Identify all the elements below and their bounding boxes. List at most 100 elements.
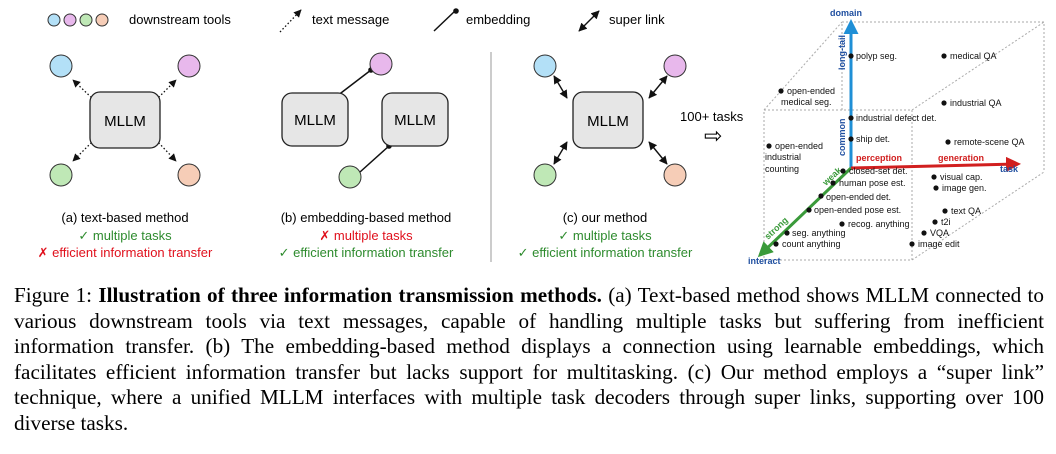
task-axis [850, 156, 1021, 172]
cube-edges [763, 21, 1045, 261]
tool-green-a [49, 163, 73, 187]
task-dot [848, 115, 854, 121]
legend-tool-orange [95, 13, 109, 27]
task-label: industrial QA [950, 98, 1002, 108]
tool-orange-c [663, 163, 687, 187]
hollow-arrow-icon: ⇨ [704, 123, 722, 148]
task-dot [941, 100, 947, 106]
legend-text-message-arrow [279, 9, 302, 33]
task-dot [784, 230, 790, 236]
panel-text-based: MLLM (a) text-based method ✓ multiple ta… [38, 54, 213, 260]
legend-super-link-arrow [578, 10, 600, 32]
task-label: polyp seg. [856, 51, 897, 61]
task-dot [806, 207, 812, 213]
task-cube: domain task interact long-tail common pe… [748, 8, 1045, 266]
generation-label: generation [938, 153, 984, 163]
tool-purple-b [369, 52, 393, 76]
task-dot [818, 193, 824, 199]
task-dot [778, 88, 784, 94]
mllm-node-b2 [381, 92, 449, 147]
task-dot [848, 136, 854, 142]
mllm-label-c: MLLM [587, 113, 629, 130]
task-label: open-ended [826, 192, 874, 202]
task-label: visual cap. [940, 172, 983, 182]
task-label: VQA [930, 228, 949, 238]
panel-c-line1: ✓ multiple tasks [558, 228, 652, 243]
task-dot [839, 221, 845, 227]
tool-blue-a [49, 54, 73, 78]
tool-orange-a [177, 163, 201, 187]
task-dot [942, 208, 948, 214]
panel-b-line2: ✓ efficient information transfer [279, 245, 454, 260]
mllm-label-b2: MLLM [394, 112, 436, 129]
tool-purple-c [663, 54, 687, 78]
task-dot [773, 241, 779, 247]
tool-blue-c [533, 54, 557, 78]
tasks-count-label: 100+ tasks [680, 109, 744, 124]
mllm-node-c [572, 91, 644, 149]
task-label: ship det. [856, 134, 890, 144]
task-label: closed-set det. [849, 166, 908, 176]
task-dot [931, 174, 937, 180]
panel-a-title: (a) text-based method [61, 210, 188, 225]
legend-embedding: embedding [466, 12, 530, 27]
task-dot [932, 219, 938, 225]
task-label: open-ended [787, 86, 835, 96]
caption-body: (a) Text-based method shows MLLM connect… [14, 283, 1045, 435]
legend-embedding-dot [453, 8, 459, 14]
mllm-node-b1 [281, 92, 349, 147]
long-tail-label: long-tail [837, 35, 847, 70]
mllm-node-a [89, 91, 161, 149]
task-label: counting [765, 164, 799, 174]
task-label: remote-scene QA [954, 137, 1025, 147]
legend-text-message: text message [312, 12, 389, 27]
tool-green-c [533, 163, 557, 187]
task-label: open-ended pose est. [814, 205, 901, 215]
mllm-label-a: MLLM [104, 113, 146, 130]
task-label: image edit [918, 239, 960, 249]
task-label: seg. anything [792, 228, 846, 238]
task-label: industrial defect det. [856, 113, 937, 123]
panel-embedding-based: MLLM MLLM (b) embedding-based method ✗ m… [279, 52, 454, 260]
task-dot [840, 168, 846, 174]
task-label: medical QA [950, 51, 997, 61]
panel-a-line1: ✓ multiple tasks [78, 228, 172, 243]
caption-label: Figure 1: [14, 283, 93, 307]
axis-task-label: task [1000, 164, 1019, 174]
task-dot [909, 241, 915, 247]
panel-c-line2: ✓ efficient information transfer [518, 245, 693, 260]
common-label: common [837, 118, 847, 156]
panel-c-title: (c) our method [563, 210, 648, 225]
panel-b-line1: ✗ multiple tasks [319, 228, 413, 243]
task-label: industrial [765, 152, 801, 162]
task-label: human pose est. [839, 178, 906, 188]
task-label: det. [876, 192, 891, 202]
task-dot [766, 143, 772, 149]
axis-interact-label: interact [748, 256, 781, 266]
task-label: count anything [782, 239, 841, 249]
legend-tool-blue [47, 13, 61, 27]
legend-embedding-line [433, 10, 456, 32]
legend-tool-purple [63, 13, 77, 27]
caption-title: Illustration of three information transm… [98, 283, 602, 307]
legend-downstream-tools: downstream tools [129, 12, 231, 27]
panel-a-line2: ✗ efficient information transfer [38, 245, 213, 260]
figure-caption: Figure 1: Illustration of three informat… [14, 283, 1044, 436]
task-dot [830, 180, 836, 186]
panel-b-title: (b) embedding-based method [281, 210, 452, 225]
tool-green-b [338, 165, 362, 189]
task-dot [921, 230, 927, 236]
task-label: open-ended [775, 141, 823, 151]
task-label: t2i [941, 217, 951, 227]
legend: downstream tools text message embedding … [47, 8, 665, 33]
task-dot [933, 185, 939, 191]
tool-purple-a [177, 54, 201, 78]
task-dot [848, 53, 854, 59]
task-label: image gen. [942, 183, 987, 193]
task-label: medical seg. [781, 97, 832, 107]
legend-tool-green [79, 13, 93, 27]
task-points: polyp seg. medical QA open-ended medical… [765, 51, 1025, 249]
axis-domain-label: domain [830, 8, 862, 18]
task-label: text QA [951, 206, 981, 216]
task-label: recog. anything [848, 219, 910, 229]
